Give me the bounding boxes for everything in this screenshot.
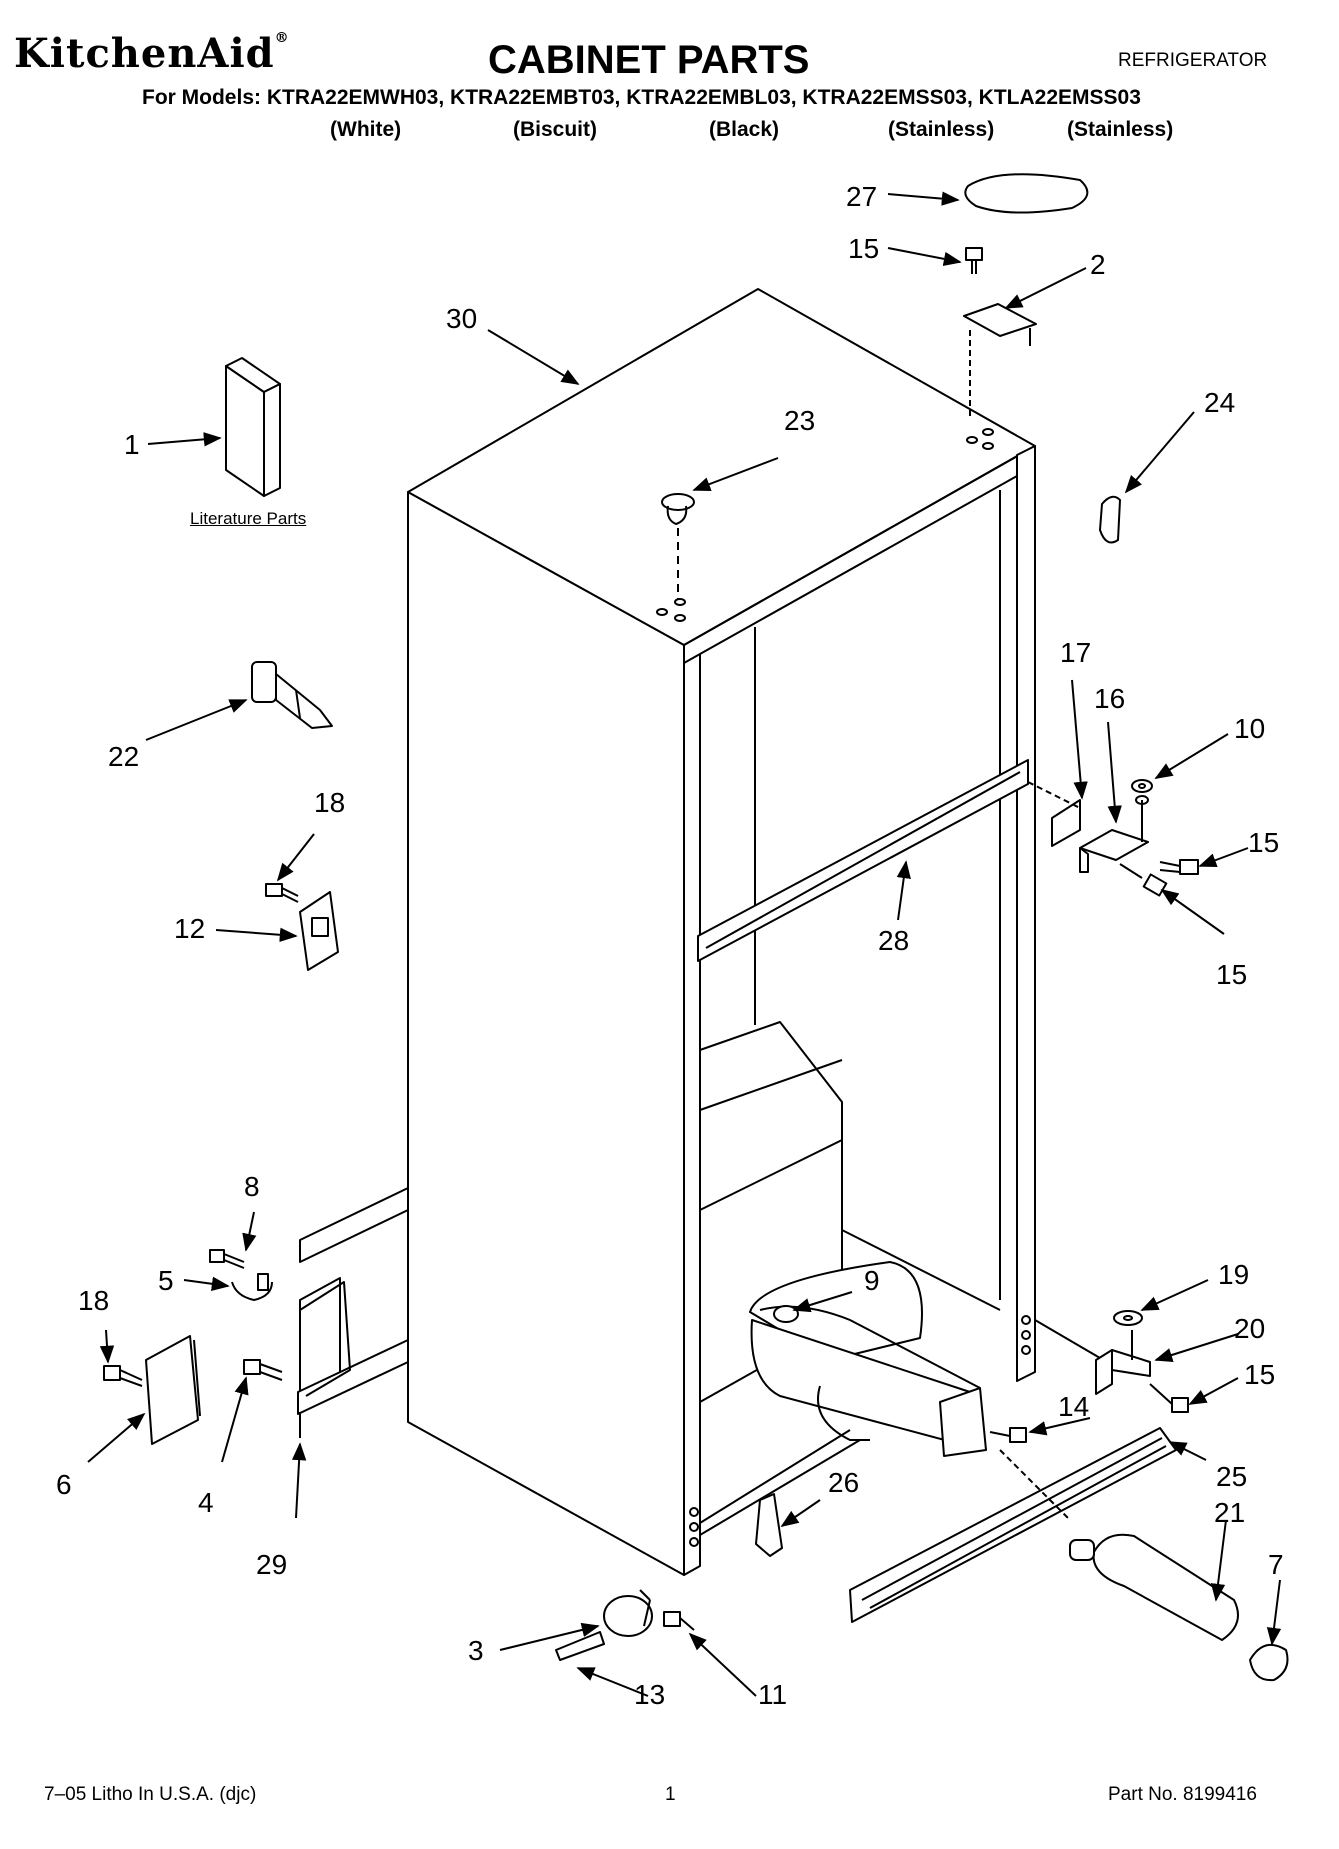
callout-13: 13 — [634, 1679, 665, 1710]
color-biscuit: (Biscuit) — [513, 118, 597, 141]
part-15-screw-lower — [1149, 1383, 1189, 1413]
footer-page-number: 1 — [665, 1784, 676, 1805]
callout-12: 12 — [174, 913, 205, 944]
callout-8: 8 — [244, 1171, 260, 1202]
part-17-center-hinge-shim — [1027, 781, 1081, 847]
part-18-screw-lower — [103, 1365, 143, 1387]
callout-2: 2 — [1090, 249, 1106, 280]
page-title: CABINET PARTS — [488, 38, 810, 82]
color-white: (White) — [330, 118, 402, 141]
callout-24: 24 — [1204, 387, 1235, 418]
callout-10: 10 — [1234, 713, 1265, 744]
callout-22: 22 — [108, 741, 139, 772]
part-6-cover — [145, 1335, 201, 1445]
color-stainless-2: (Stainless) — [1067, 118, 1174, 141]
part-21-filter-cartridge — [1069, 1533, 1239, 1641]
callout-20: 20 — [1234, 1313, 1265, 1344]
part-16-center-hinge — [1079, 795, 1149, 873]
appliance-category: REFRIGERATOR — [1118, 50, 1268, 71]
part-9-filter-housing — [749, 1261, 987, 1457]
callout-17: 17 — [1060, 637, 1091, 668]
footer-litho: 7–05 Litho In U.S.A. (djc) — [44, 1784, 257, 1805]
callout-28: 28 — [878, 925, 909, 956]
part-8-screw — [209, 1249, 245, 1269]
part-15-screw-top — [965, 247, 983, 274]
callout-6: 6 — [56, 1469, 72, 1500]
callout-23: 23 — [784, 405, 815, 436]
part-1-literature — [225, 357, 281, 497]
callout-15-lower: 15 — [1244, 1359, 1275, 1390]
part-13-pin — [555, 1631, 605, 1661]
color-black: (Black) — [709, 118, 780, 141]
part-15-screw-mid-b — [1119, 863, 1168, 897]
part-29-toe-grille-bracket — [297, 1187, 409, 1438]
brand-name: KitchenAid — [14, 30, 275, 77]
callout-18-upper: 18 — [314, 787, 345, 818]
brand-logo: KitchenAid® — [14, 30, 290, 77]
models-line: For Models: KTRA22EMWH03, KTRA22EMBT03, … — [142, 86, 1141, 109]
part-18-screw-upper — [265, 883, 299, 903]
part-23-plug — [661, 493, 695, 600]
part-25-base-grille — [849, 1427, 1177, 1623]
part-10-washer-hole — [1138, 783, 1146, 789]
part-12-hinge-bracket — [299, 891, 339, 971]
part-4-screw — [243, 1359, 283, 1381]
callout-27: 27 — [846, 181, 877, 212]
callout-21: 21 — [1214, 1497, 1245, 1528]
part-19-washer — [1113, 1310, 1143, 1326]
cabinet-body — [407, 288, 1036, 1576]
callout-numbers: 27 15 2 30 24 1 23 22 17 16 10 15 15 18 … — [56, 181, 1284, 1710]
callout-15-mid-b: 15 — [1216, 959, 1247, 990]
part-3-leveling-roller — [603, 1589, 653, 1637]
registered-mark: ® — [274, 30, 290, 46]
callout-14: 14 — [1058, 1391, 1089, 1422]
callout-26: 26 — [828, 1467, 859, 1498]
color-stainless-1: (Stainless) — [888, 118, 995, 141]
callout-18-lower: 18 — [78, 1285, 109, 1316]
part-5-clip — [231, 1273, 273, 1301]
callout-7: 7 — [1268, 1549, 1284, 1580]
callout-leaders — [87, 191, 1282, 1697]
part-10-washer — [1131, 779, 1153, 793]
callout-5: 5 — [158, 1265, 174, 1296]
part-22-door-stop — [251, 661, 333, 729]
callout-19: 19 — [1218, 1259, 1249, 1290]
callout-9: 9 — [864, 1265, 880, 1296]
literature-parts-label: Literature Parts — [190, 509, 307, 528]
callout-30: 30 — [446, 303, 477, 334]
part-7-filter-knob — [1249, 1643, 1289, 1682]
callout-4: 4 — [198, 1487, 214, 1518]
part-20-bottom-hinge — [1034, 1319, 1151, 1395]
part-2-top-hinge — [963, 303, 1037, 420]
footer-part-number: Part No. 8199416 — [1108, 1784, 1257, 1805]
part-19-washer-hole — [1123, 1315, 1133, 1321]
part-15-screw-mid-a — [1159, 859, 1199, 875]
part-26-clip — [755, 1493, 783, 1557]
callout-29: 29 — [256, 1549, 287, 1580]
callout-11: 11 — [758, 1679, 787, 1710]
callout-25: 25 — [1216, 1461, 1247, 1492]
callout-3: 3 — [468, 1635, 484, 1666]
callout-1: 1 — [124, 429, 140, 460]
part-14-screw — [989, 1427, 1027, 1443]
part-11-screw — [663, 1611, 695, 1631]
part-27-top-cap — [964, 173, 1089, 214]
callout-16: 16 — [1094, 683, 1125, 714]
callout-15-top: 15 — [848, 233, 879, 264]
part-28-center-rail — [697, 759, 1029, 962]
callout-15-mid-a: 15 — [1248, 827, 1279, 858]
part-24-hinge-cover — [1099, 495, 1121, 544]
